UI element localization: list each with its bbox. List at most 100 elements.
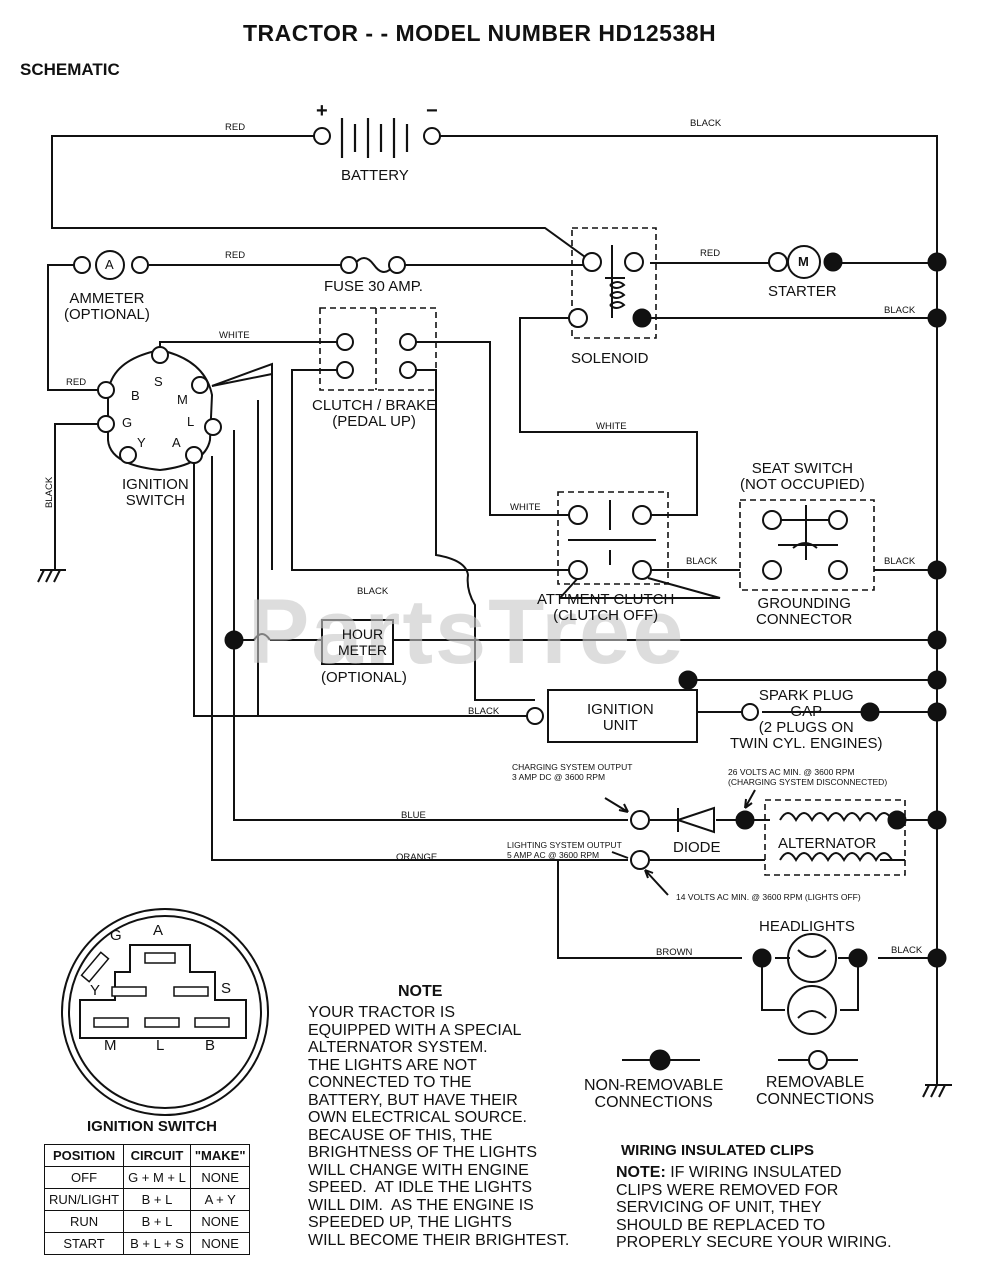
table-cell: START — [43, 1232, 125, 1255]
lighting-output-label: LIGHTING SYSTEM OUTPUT 5 AMP AC @ 3600 R… — [507, 840, 622, 860]
headlight-2 — [787, 985, 837, 1035]
table-cell: B + L — [123, 1188, 191, 1211]
face-y: Y — [90, 982, 101, 999]
wire-red-battery — [51, 135, 593, 263]
terminal-b: B — [131, 388, 140, 403]
table-cell: NONE — [189, 1210, 251, 1233]
solenoid-box — [571, 227, 657, 339]
table-cell: OFF — [43, 1166, 125, 1189]
clutch-brake-box — [319, 307, 437, 391]
diode-symbol — [674, 806, 715, 834]
clips-title: WIRING INSULATED CLIPS — [621, 1142, 815, 1159]
starter-label: STARTER — [768, 283, 837, 300]
alternator-coils-2 — [779, 852, 893, 863]
wire-hour-left — [234, 633, 271, 641]
arrow-lighting — [611, 851, 629, 859]
clips-note-body: IF WIRING INSULATED CLIPS WERE REMOVED F… — [616, 1164, 892, 1251]
wire-label-white-3: WHITE — [510, 502, 541, 513]
arrow-charging — [604, 797, 629, 813]
alternator-coils — [779, 812, 893, 823]
ignition-unit-label: IGNITION UNIT — [587, 701, 654, 734]
terminal-s: S — [154, 374, 163, 389]
wire-red-ammeter — [47, 264, 106, 391]
legend-removable: REMOVABLE CONNECTIONS — [756, 1074, 875, 1108]
wire-label-red-1: RED — [225, 122, 246, 133]
table-header: "MAKE" — [189, 1144, 251, 1167]
ammeter-circle — [95, 250, 125, 280]
wire-label-white-2: WHITE — [596, 421, 627, 432]
grounding-connector-label: GROUNDING CONNECTOR — [756, 595, 853, 628]
page-title: TRACTOR - - MODEL NUMBER HD12538H — [243, 20, 717, 46]
wire-brown — [557, 860, 742, 959]
ignition-switch-label: IGNITION SWITCH — [122, 476, 189, 509]
seat-switch-label: SEAT SWITCH (NOT OCCUPIED) — [740, 460, 865, 493]
wire-label-black-5: BLACK — [357, 586, 389, 597]
solenoid-coil — [605, 245, 626, 318]
terminal-y: Y — [137, 435, 146, 450]
note-text: YOUR TRACTOR IS EQUIPPED WITH A SPECIAL … — [308, 1004, 570, 1249]
face-g: G — [110, 927, 122, 944]
wire-white-s — [159, 341, 345, 353]
wire-label-orange: ORANGE — [396, 852, 438, 863]
table-row: RUN B + L NONE — [43, 1210, 251, 1233]
table-cell: NONE — [189, 1166, 251, 1189]
battery-minus: − — [426, 100, 438, 122]
wire-black-ignition — [257, 400, 535, 717]
face-l: L — [156, 1037, 165, 1054]
arrow-disconnected — [744, 789, 756, 809]
alternator-label: ALTERNATOR — [778, 835, 877, 852]
table-cell: G + M + L — [123, 1166, 191, 1189]
clips-note-bold: NOTE: — [616, 1164, 666, 1181]
face-a: A — [153, 922, 164, 939]
wire-label-black-vert: BLACK — [44, 476, 55, 508]
table-cell: NONE — [189, 1232, 251, 1255]
terminal-a: A — [172, 435, 181, 450]
wire-label-brown: BROWN — [656, 947, 693, 958]
ignition-face-outer — [61, 908, 269, 1116]
wire-label-black-3: BLACK — [686, 556, 718, 567]
table-header: POSITION — [43, 1144, 125, 1167]
wire-label-black-2: BLACK — [884, 305, 916, 316]
solenoid-label: SOLENOID — [571, 350, 649, 367]
wire-orange — [211, 456, 628, 861]
ignition-face-outline — [79, 944, 247, 1039]
attment-clutch-label: ATT'MENT CLUTCH (CLUTCH OFF) — [537, 591, 675, 624]
ignition-table-title: IGNITION SWITCH — [87, 1118, 217, 1135]
face-s: S — [221, 980, 232, 997]
wire-label-white-1: WHITE — [219, 330, 250, 341]
battery-plates — [340, 118, 409, 158]
arrow-lights-off — [644, 869, 669, 896]
wire-m-dashed — [211, 373, 273, 387]
table-cell: B + L — [123, 1210, 191, 1233]
hour-meter-optional: (OPTIONAL) — [321, 669, 407, 686]
face-b: B — [205, 1037, 216, 1054]
wire-label-black-6: BLACK — [468, 706, 500, 717]
attclutch-bar — [559, 577, 721, 599]
fuse-label: FUSE 30 AMP. — [324, 278, 423, 295]
legend-non-removable: NON-REMOVABLE CONNECTIONS — [584, 1077, 724, 1111]
schematic-label: SCHEMATIC — [20, 60, 120, 79]
wire-label-blue: BLUE — [401, 810, 426, 821]
ammeter-label: AMMETER (OPTIONAL) — [64, 290, 150, 323]
battery-plus: + — [316, 100, 328, 122]
table-cell: RUN/LIGHT — [43, 1188, 125, 1211]
clutch-brake-label: CLUTCH / BRAKE (PEDAL UP) — [312, 397, 437, 430]
wire-label-black-1: BLACK — [690, 118, 722, 129]
wire-label-black-7: BLACK — [891, 945, 923, 956]
wire-label-black-4: BLACK — [884, 556, 916, 567]
fuse-element — [353, 257, 395, 273]
hour-meter-box — [321, 619, 394, 665]
face-m: M — [104, 1037, 117, 1054]
wire-clutch-black — [291, 369, 578, 571]
wire-l-terminal — [233, 430, 628, 821]
wire-label-red-2: RED — [225, 250, 246, 261]
lights-off-label: 14 VOLTS AC MIN. @ 3600 RPM (LIGHTS OFF) — [676, 892, 861, 902]
table-row: START B + L + S NONE — [43, 1232, 251, 1255]
starter-circle — [787, 245, 821, 279]
wire-label-red-3: RED — [700, 248, 721, 259]
table-cell: B + L + S — [123, 1232, 191, 1255]
wire-m-terminal — [211, 362, 273, 570]
battery-label: BATTERY — [341, 167, 409, 184]
headlights-label: HEADLIGHTS — [759, 918, 855, 935]
